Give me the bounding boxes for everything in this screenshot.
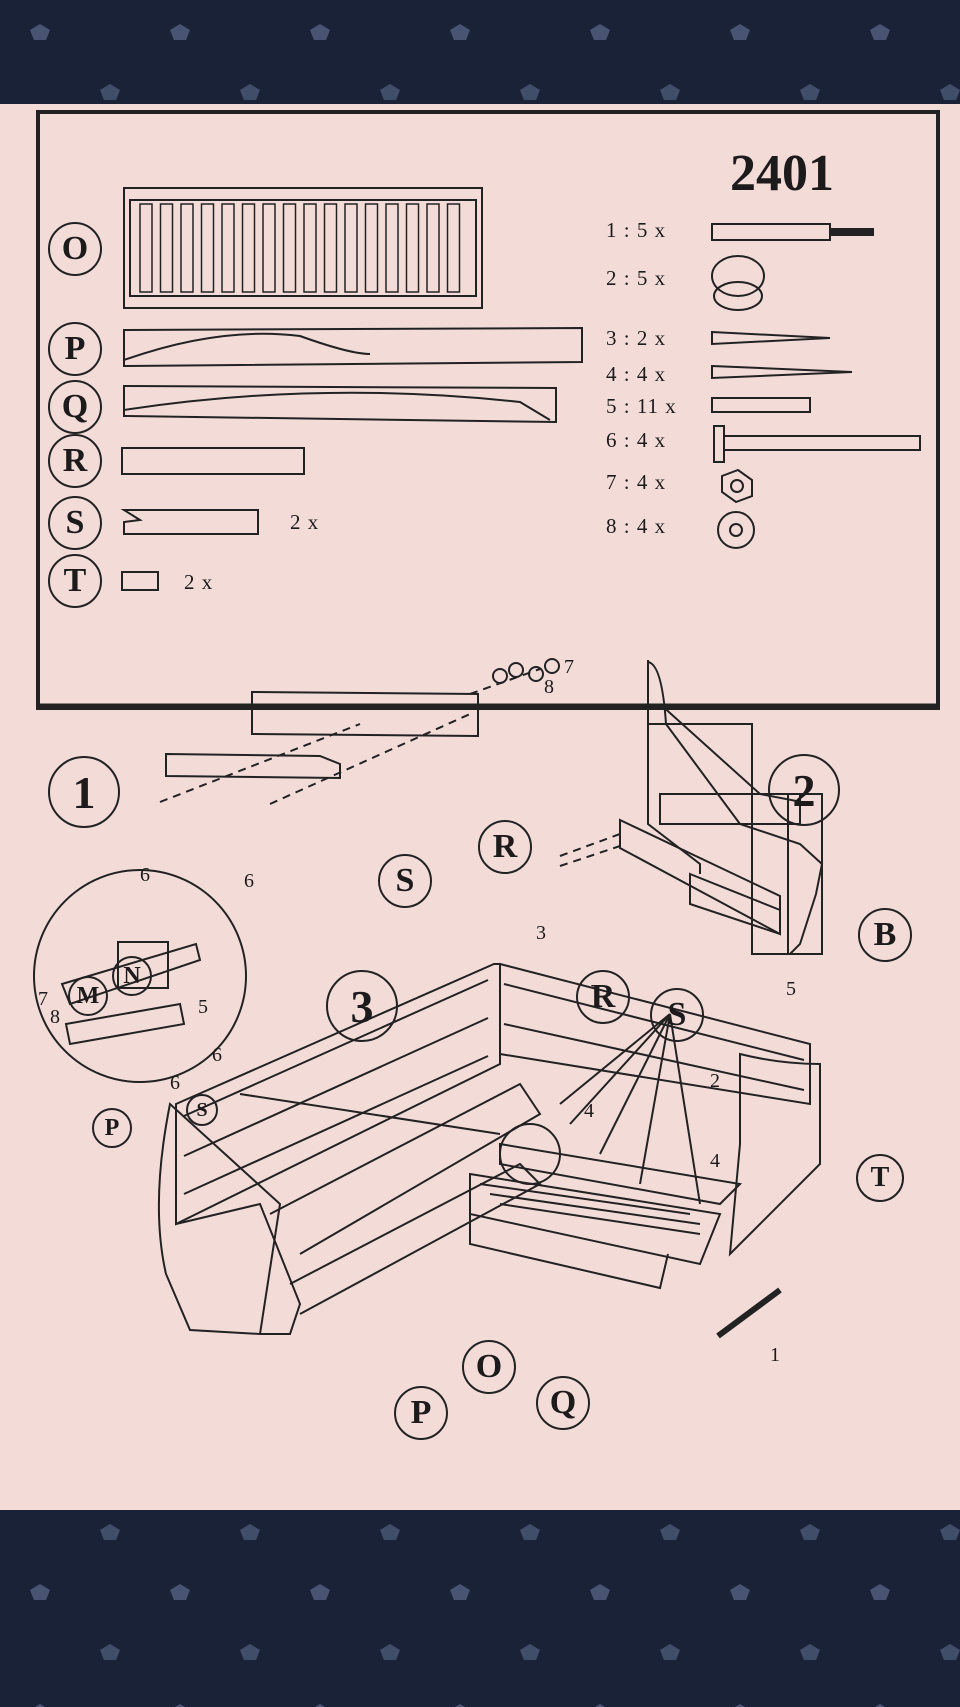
step2-hw-5: 5 <box>786 978 796 1000</box>
step3-label-p-detail: P <box>92 1108 132 1148</box>
hardware-dowel-icon <box>711 223 874 241</box>
slat <box>405 203 420 293</box>
step3-label-s-detail: S <box>186 1094 218 1126</box>
part-r-drawing <box>121 447 305 475</box>
step2-hw-3: 3 <box>536 922 546 944</box>
part-s-drawing <box>120 509 259 535</box>
hardware-count-2: 2 : 5 x <box>606 266 667 290</box>
step3-drawing <box>157 962 821 1339</box>
hardware-count-1: 1 : 5 x <box>606 218 667 242</box>
slat <box>262 203 276 293</box>
step3-hw-4b: 4 <box>710 1150 720 1172</box>
part-q-drawing <box>123 384 557 424</box>
slat <box>364 203 379 293</box>
step3-label-t: T <box>856 1154 904 1202</box>
hardware-cam-lock-icon <box>711 255 765 311</box>
slat <box>446 203 461 293</box>
slat <box>139 203 153 293</box>
step3-label-p: P <box>394 1386 448 1440</box>
part-label-r: R <box>48 434 102 488</box>
slat <box>323 203 338 293</box>
slat <box>385 203 399 293</box>
step3-hw-7: 7 <box>38 988 48 1010</box>
part-label-o: O <box>48 222 102 276</box>
hardware-count-4: 4 : 4 x <box>606 362 667 386</box>
slat <box>344 203 358 293</box>
part-s-qty: 2 x <box>290 510 320 534</box>
model-number: 2401 <box>730 145 834 202</box>
step1-drawing <box>159 658 560 805</box>
hardware-bolt-icon <box>713 425 921 463</box>
slat <box>426 203 440 293</box>
step3-label-m: M <box>68 976 108 1016</box>
step2-drawing <box>559 660 824 955</box>
hardware-count-7: 7 : 4 x <box>606 470 667 494</box>
step1-label-s: S <box>378 854 432 908</box>
part-o-slats <box>139 203 461 293</box>
step3-hw-8: 8 <box>50 1006 60 1028</box>
step1-hw-6b: 6 <box>244 870 254 892</box>
slat <box>221 203 235 293</box>
step2-label-s: S <box>650 988 704 1042</box>
step-3-number: 3 <box>326 970 398 1042</box>
slat <box>159 203 174 293</box>
step3-hw-5: 5 <box>198 996 208 1018</box>
part-o-drawing <box>123 187 483 309</box>
slat <box>303 203 317 293</box>
step1-hw-7: 7 <box>564 656 574 678</box>
instruction-sheet: 2401 O P Q R S T 2 x 2 x 1 : 5 x 2 : 5 x… <box>0 104 960 1510</box>
step1-hw-8: 8 <box>544 676 554 698</box>
part-t-drawing <box>121 571 159 591</box>
step3-hw-6b: 6 <box>170 1072 180 1094</box>
slat <box>282 203 297 293</box>
step-2-number: 2 <box>768 754 840 826</box>
step3-label-q: Q <box>536 1376 590 1430</box>
step3-hw-6a: 6 <box>212 1044 222 1066</box>
step3-hw-4a: 4 <box>584 1100 594 1122</box>
hardware-count-3: 3 : 2 x <box>606 326 667 350</box>
part-t-qty: 2 x <box>184 570 214 594</box>
step3-hw-2: 2 <box>710 1070 720 1092</box>
part-label-s: S <box>48 496 102 550</box>
hardware-count-6: 6 : 4 x <box>606 428 667 452</box>
part-label-q: Q <box>48 380 102 434</box>
hardware-count-5: 5 : 11 x <box>606 394 677 418</box>
step1-hw-6a: 6 <box>140 864 150 886</box>
part-label-p: P <box>48 322 102 376</box>
step2-label-r: R <box>576 970 630 1024</box>
part-p-drawing <box>123 326 583 368</box>
hardware-wood-dowel-icon <box>711 397 811 413</box>
step3-label-o: O <box>462 1340 516 1394</box>
hardware-nut-icon <box>721 468 753 504</box>
sheet-drawings <box>33 110 940 1339</box>
hardware-short-screw-icon <box>711 330 831 346</box>
hardware-long-screw-icon <box>711 364 853 380</box>
step-1-number: 1 <box>48 756 120 828</box>
detail-circle <box>33 869 247 1083</box>
step3-label-n: N <box>112 956 152 996</box>
slat <box>180 203 194 293</box>
step1-label-r: R <box>478 820 532 874</box>
hardware-count-8: 8 : 4 x <box>606 514 667 538</box>
hardware-washer-icon <box>717 511 755 549</box>
slat <box>241 203 256 293</box>
part-label-t: T <box>48 554 102 608</box>
step3-hw-1: 1 <box>770 1344 780 1366</box>
slat <box>200 203 215 293</box>
step2-label-b: B <box>858 908 912 962</box>
